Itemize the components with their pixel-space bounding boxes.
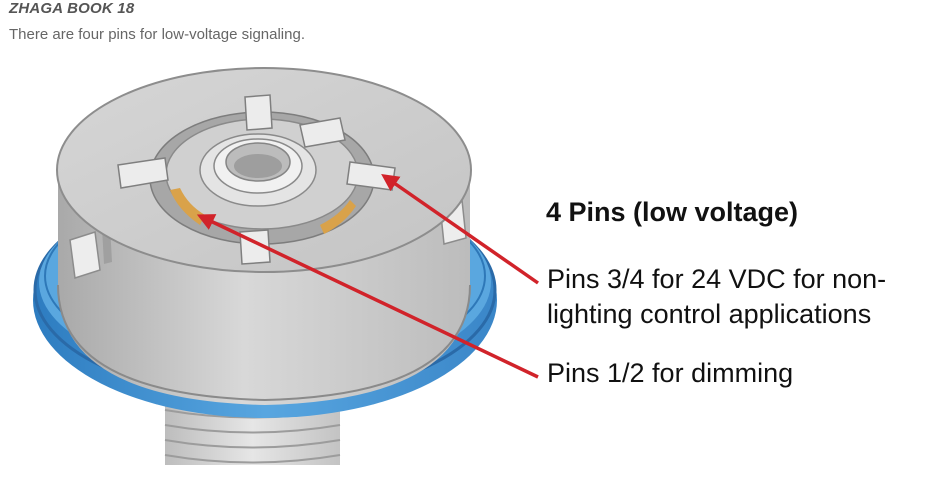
arrow-pins34	[381, 174, 539, 285]
connector-top-face	[56, 67, 472, 273]
figure-caption-subtitle: There are four pins for low-voltage sign…	[9, 26, 305, 43]
diagram-heading: 4 Pins (low voltage)	[546, 197, 799, 227]
figure-caption-title: ZHAGA BOOK 18	[9, 0, 135, 17]
callout-pins-1-2: Pins 1/2 for dimming	[547, 358, 794, 388]
callout-arrows	[196, 174, 539, 379]
arrow-pins12	[196, 214, 539, 379]
callout-pins-3-4: Pins 3/4 for 24 VDC for non-lighting con…	[547, 264, 887, 329]
